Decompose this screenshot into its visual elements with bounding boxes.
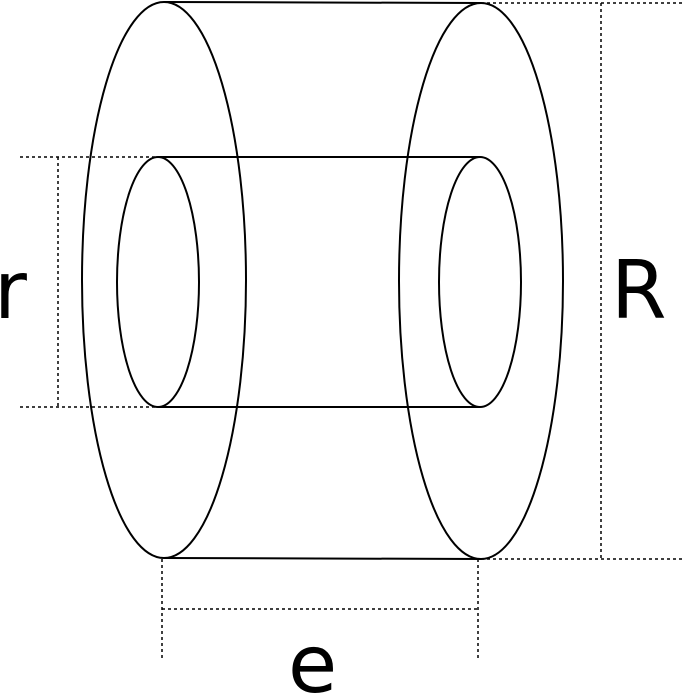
- inner-radius-label: r: [0, 244, 27, 337]
- outer-cylinder: [81, 1, 564, 560]
- outer-top-edge: [163, 1, 482, 4]
- outer-bottom-edge: [163, 557, 482, 560]
- inner-back-face: [116, 156, 200, 408]
- outer-radius-label: R: [611, 244, 667, 337]
- inner-front-face: [438, 156, 522, 408]
- thickness-dimension: e: [161, 559, 479, 700]
- outer-back-face: [81, 1, 247, 559]
- inner-radius-dimension: r: [0, 156, 158, 408]
- outer-front-face: [398, 2, 564, 560]
- inner-bore: [116, 156, 522, 408]
- outer-radius-dimension: R: [481, 2, 683, 560]
- thickness-label: e: [288, 618, 337, 700]
